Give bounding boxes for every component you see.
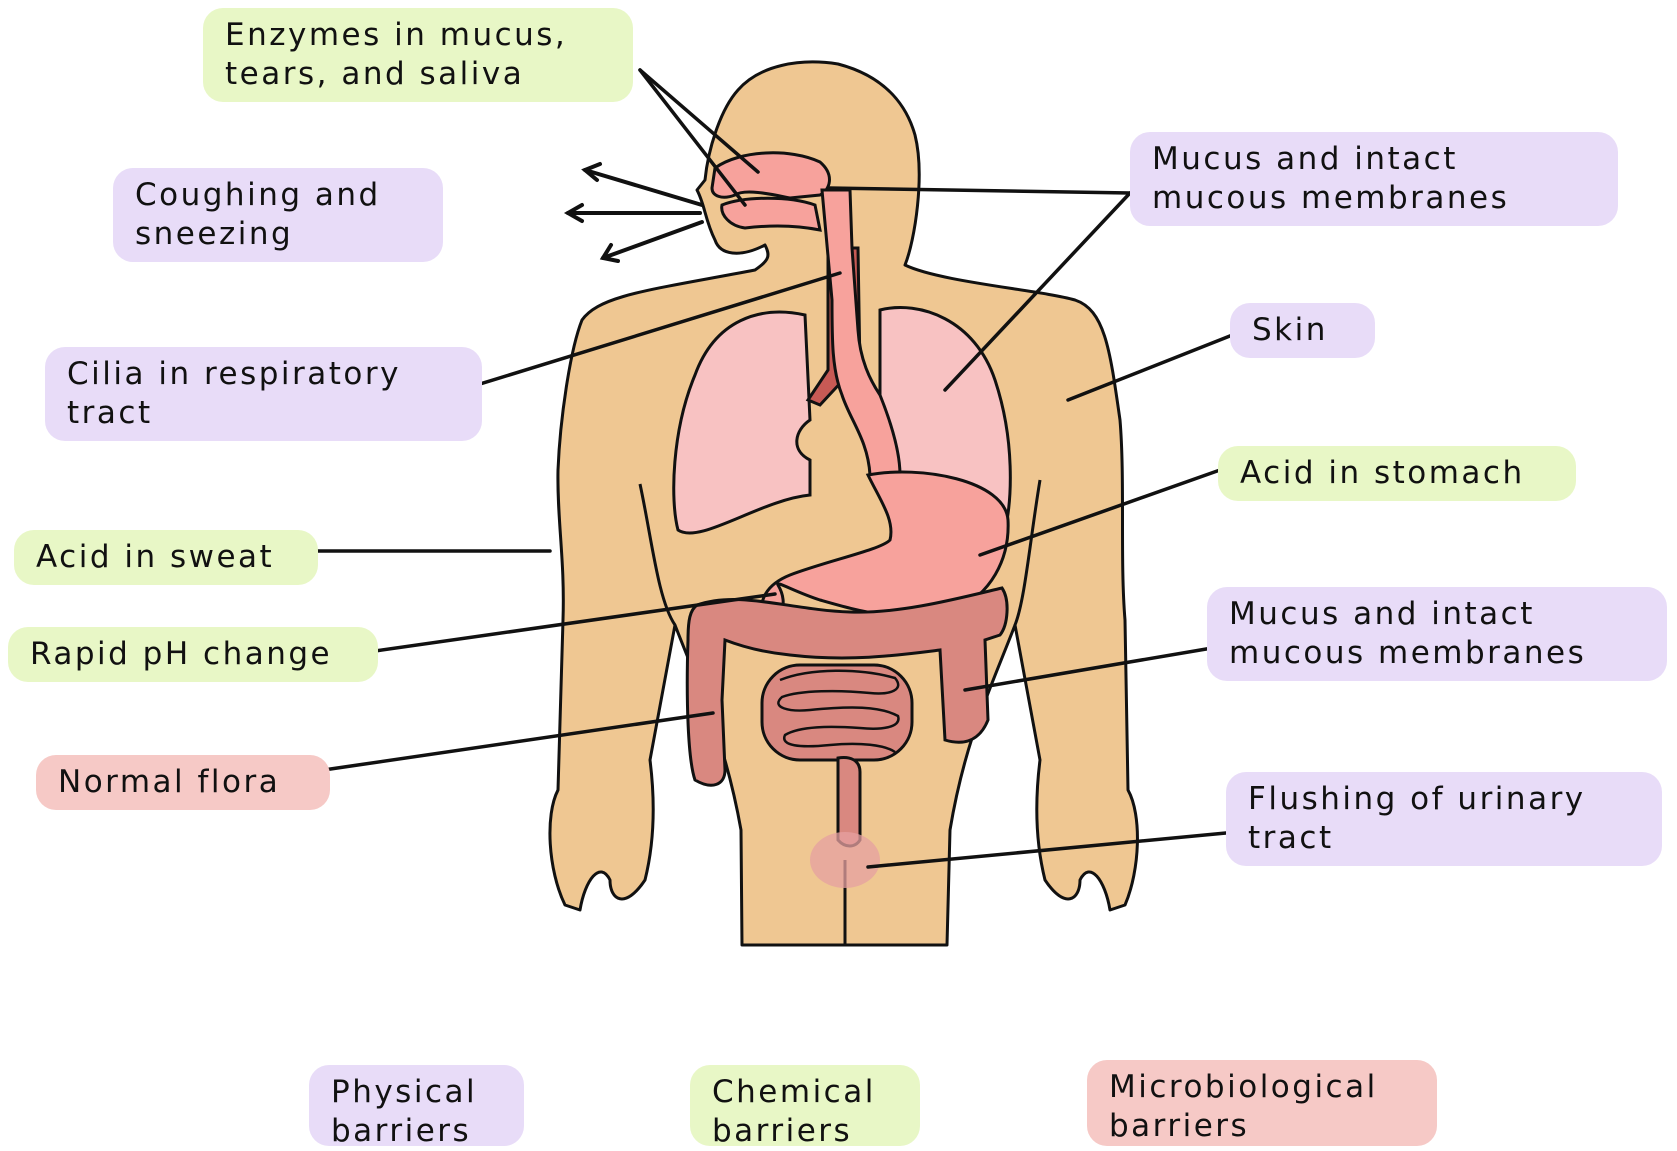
label-normal-flora: Normal flora <box>36 755 330 810</box>
legend-microbiological-barriers: Microbiological barriers <box>1087 1060 1437 1146</box>
label-cilia-in-respiratory-tract: Cilia in respiratory tract <box>45 347 482 441</box>
legend-chemical-barriers: Chemical barriers <box>690 1065 920 1146</box>
label-acid-in-stomach: Acid in stomach <box>1218 446 1576 501</box>
label-enzymes-in-mucus-tears-saliva: Enzymes in mucus, tears, and saliva <box>203 8 633 102</box>
cough-arrows <box>568 164 702 261</box>
label-coughing-and-sneezing: Coughing and sneezing <box>113 168 443 262</box>
label-flushing-of-urinary-tract: Flushing of urinary tract <box>1226 772 1662 866</box>
label-mucus-and-intact-mucous-membranes-upper: Mucus and intact mucous membranes <box>1130 132 1618 226</box>
nasal-cavity <box>712 153 829 198</box>
label-skin: Skin <box>1230 303 1375 358</box>
legend-physical-barriers: Physical barriers <box>309 1065 524 1146</box>
label-rapid-ph-change: Rapid pH change <box>8 627 378 682</box>
oral-cavity <box>722 198 820 230</box>
label-mucus-and-intact-mucous-membranes-lower: Mucus and intact mucous membranes <box>1207 587 1667 681</box>
label-acid-in-sweat: Acid in sweat <box>14 530 318 585</box>
bladder-area <box>810 832 880 888</box>
